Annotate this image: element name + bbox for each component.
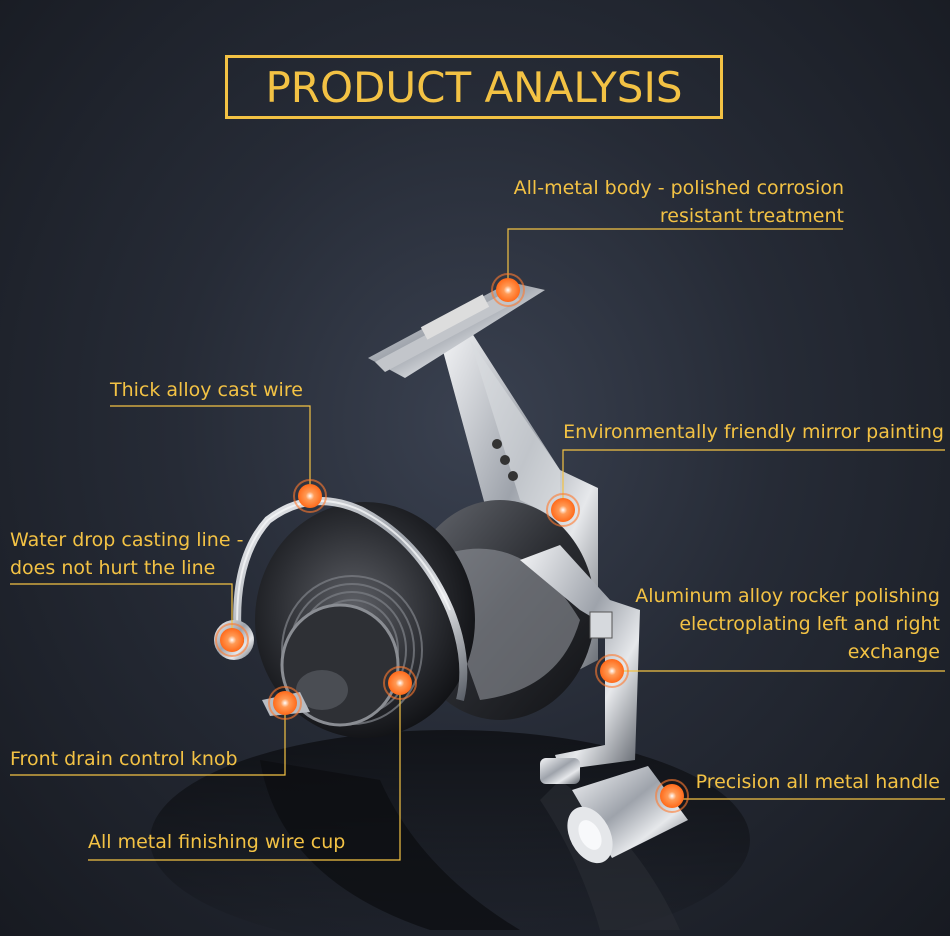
callout-body-line1: All-metal body - polished corrosion: [513, 177, 844, 199]
marker-handle-icon: [655, 779, 689, 813]
leader-line-body: [507, 228, 843, 290]
callout-mirror-line1: Environmentally friendly mirror painting: [563, 421, 944, 443]
callout-cup-line1: All metal finishing wire cup: [88, 831, 346, 853]
marker-mirror-icon: [546, 493, 580, 527]
marker-rocker-icon: [595, 654, 629, 688]
callout-rocker-line1: Aluminum alloy rocker polishing: [635, 585, 940, 607]
callout-rocker-line3: exchange: [847, 641, 940, 663]
callout-mirror: Environmentally friendly mirror painting: [563, 418, 944, 446]
leader-line-knob: [10, 703, 286, 776]
callout-waterdrop-line1: Water drop casting line -: [10, 529, 244, 551]
callout-body-line2: resistant treatment: [659, 205, 844, 227]
callout-waterdrop-line2: does not hurt the line: [10, 557, 216, 579]
leader-line-waterdrop: [10, 583, 233, 640]
rocker-arm: [520, 545, 640, 770]
callout-wire-line1: Thick alloy cast wire: [110, 379, 303, 401]
marker-cup-icon: [383, 666, 417, 700]
callout-knob-line1: Front drain control knob: [10, 748, 238, 770]
callout-waterdrop: Water drop casting line - does not hurt …: [10, 526, 243, 582]
callout-cup: All metal finishing wire cup: [88, 828, 345, 856]
page-title: PRODUCT ANALYSIS: [265, 62, 683, 112]
callout-rocker: Aluminum alloy rocker polishing electrop…: [635, 582, 940, 666]
title-box: PRODUCT ANALYSIS: [225, 55, 723, 119]
callout-wire: Thick alloy cast wire: [110, 376, 303, 404]
leader-line-cup: [88, 683, 401, 861]
marker-wire-icon: [293, 479, 327, 513]
leader-line-mirror: [562, 449, 945, 510]
callout-knob: Front drain control knob: [10, 745, 238, 773]
callout-body: All-metal body - polished corrosion resi…: [514, 174, 844, 230]
callout-handle-line1: Precision all metal handle: [695, 771, 940, 793]
marker-knob-icon: [268, 686, 302, 720]
marker-waterdrop-icon: [215, 623, 249, 657]
callout-handle: Precision all metal handle: [696, 768, 940, 796]
callout-rocker-line2: electroplating left and right: [679, 613, 940, 635]
leader-line-wire: [110, 405, 311, 496]
marker-body-icon: [491, 273, 525, 307]
